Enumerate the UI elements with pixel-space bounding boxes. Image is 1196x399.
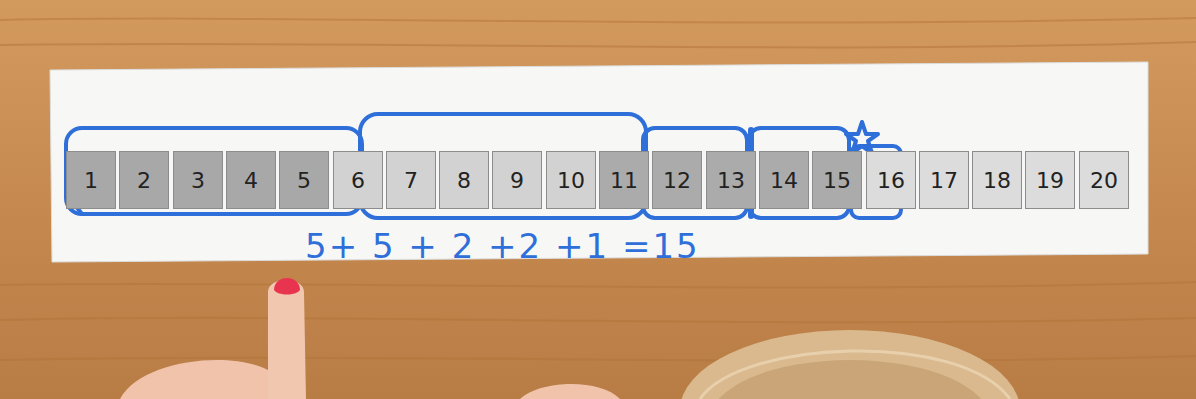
number-square: 2	[119, 151, 169, 209]
number-square: 15	[812, 151, 862, 209]
number-text: 5	[297, 168, 311, 193]
number-text: 10	[557, 168, 585, 193]
number-text: 16	[877, 168, 905, 193]
number-text: 17	[930, 168, 958, 193]
number-text: 2	[137, 168, 151, 193]
number-text: 14	[770, 168, 798, 193]
number-square: 4	[226, 151, 276, 209]
number-square: 12	[652, 151, 702, 209]
number-text: 15	[823, 168, 851, 193]
number-text: 8	[457, 168, 471, 193]
marker-loops	[66, 114, 901, 218]
number-square: 17	[919, 151, 969, 209]
number-square: 8	[439, 151, 489, 209]
number-text: 1	[84, 168, 98, 193]
number-text: 12	[663, 168, 691, 193]
number-square: 7	[386, 151, 436, 209]
number-square: 9	[492, 151, 542, 209]
finger	[120, 278, 306, 399]
handwritten-equation: 5+ 5 + 2 +2 +1 =15	[305, 226, 700, 266]
star-mark	[846, 122, 878, 153]
number-square: 14	[759, 151, 809, 209]
number-text: 13	[717, 168, 745, 193]
number-square: 11	[599, 151, 649, 209]
number-square: 18	[972, 151, 1022, 209]
number-square: 3	[173, 151, 223, 209]
loop-one-to-five	[66, 128, 362, 214]
wood-grain	[0, 18, 1196, 361]
number-square: 13	[706, 151, 756, 209]
number-text: 3	[191, 168, 205, 193]
number-text: 4	[244, 168, 258, 193]
number-square: 20	[1079, 151, 1129, 209]
number-square: 19	[1025, 151, 1075, 209]
number-text: 19	[1036, 168, 1064, 193]
number-text: 7	[404, 168, 418, 193]
number-text: 11	[610, 168, 638, 193]
number-square: 10	[546, 151, 596, 209]
child-hair	[680, 330, 1020, 399]
number-text: 20	[1090, 168, 1118, 193]
number-square: 5	[279, 151, 329, 209]
number-text: 18	[983, 168, 1011, 193]
number-text: 9	[510, 168, 524, 193]
number-square: 6	[333, 151, 383, 209]
number-text: 6	[351, 168, 365, 193]
number-square: 1	[66, 151, 116, 209]
number-square: 16	[866, 151, 916, 209]
hand	[520, 384, 620, 399]
